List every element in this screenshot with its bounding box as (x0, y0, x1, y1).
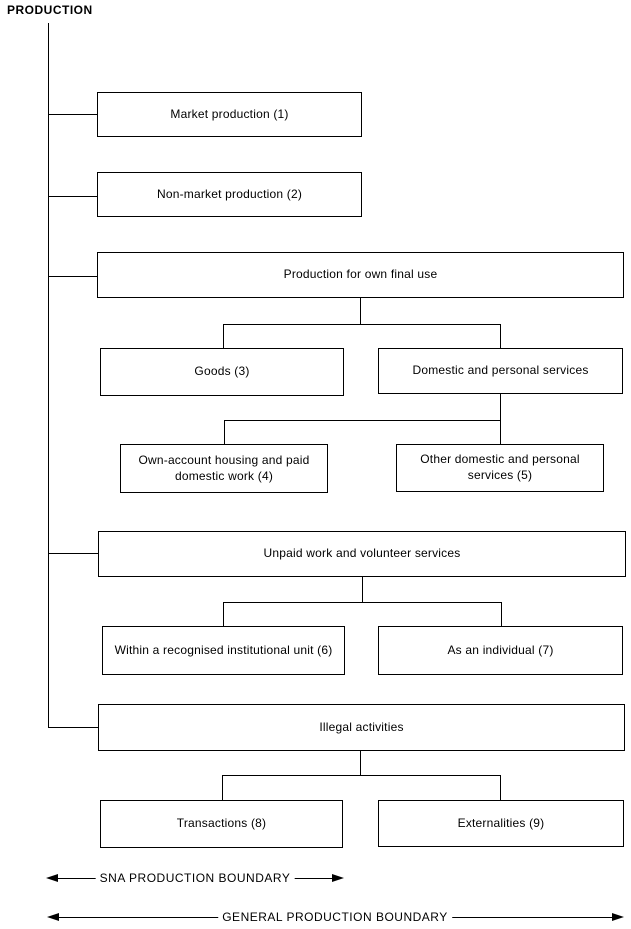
sna-boundary-label: SNA PRODUCTION BOUNDARY (95, 871, 295, 885)
connector-branch-unpaid (223, 602, 502, 603)
connector-to-own-account (224, 420, 225, 444)
arrowhead-left-icon (46, 874, 58, 882)
node-label: Illegal activities (319, 719, 404, 734)
connector-to-individual (501, 602, 502, 626)
arrowhead-right-icon (332, 874, 344, 882)
connector-to-other-domestic (500, 420, 501, 444)
node-label: Production for own final use (283, 267, 438, 282)
connector-to-institutional (223, 602, 224, 626)
node-within-institutional-unit: Within a recognised institutional unit (… (102, 626, 345, 675)
connector-to-transactions (222, 775, 223, 800)
node-other-domestic-services: Other domestic and personal services (5) (396, 444, 604, 492)
trunk-line (48, 23, 49, 728)
connector-to-domestic-services (500, 324, 501, 348)
connector-branch-illegal (222, 775, 501, 776)
node-transactions: Transactions (8) (100, 800, 343, 848)
node-own-account-housing: Own-account housing and paid domestic wo… (120, 444, 328, 493)
node-label: Unpaid work and volunteer services (263, 546, 461, 561)
connector-down-illegal (360, 751, 361, 775)
connector-to-goods (223, 324, 224, 348)
connector-branch-domestic-services (224, 420, 501, 421)
node-nonmarket-production: Non-market production (2) (97, 172, 362, 217)
node-production-own-final-use: Production for own final use (97, 252, 624, 298)
node-label: Domestic and personal services (412, 363, 589, 378)
node-unpaid-work: Unpaid work and volunteer services (98, 531, 626, 577)
arrowhead-right-icon (612, 913, 624, 921)
node-label: Goods (3) (194, 364, 250, 379)
stub-nonmarket (48, 196, 97, 197)
node-label: Transactions (8) (176, 816, 267, 831)
node-domestic-personal-services: Domestic and personal services (378, 348, 623, 394)
stub-unpaid (48, 553, 98, 554)
node-market-production: Market production (1) (97, 92, 362, 137)
node-label: Market production (1) (170, 106, 289, 121)
node-goods: Goods (3) (100, 348, 344, 396)
node-externalities: Externalities (9) (378, 800, 624, 847)
node-label: Externalities (9) (457, 815, 545, 830)
connector-down-unpaid (362, 577, 363, 602)
node-label: Own-account housing and paid domestic wo… (138, 452, 310, 483)
stub-own-final-use (48, 276, 98, 277)
page-title: PRODUCTION (7, 3, 93, 17)
node-as-individual: As an individual (7) (378, 626, 623, 675)
connector-to-externalities (500, 775, 501, 800)
stub-market (48, 114, 97, 115)
connector-down-own-final-use (360, 298, 361, 324)
node-label: Other domestic and personal services (5) (420, 452, 580, 482)
connector-branch-own-final-use (223, 324, 501, 325)
node-label: As an individual (7) (447, 642, 554, 657)
arrowhead-left-icon (47, 913, 59, 921)
stub-illegal (48, 727, 98, 728)
connector-down-domestic-services (500, 394, 501, 420)
node-label: Within a recognised institutional unit (… (114, 642, 333, 657)
general-boundary-label: GENERAL PRODUCTION BOUNDARY (218, 910, 452, 924)
node-illegal-activities: Illegal activities (98, 704, 625, 751)
node-label: Non-market production (2) (156, 186, 303, 201)
